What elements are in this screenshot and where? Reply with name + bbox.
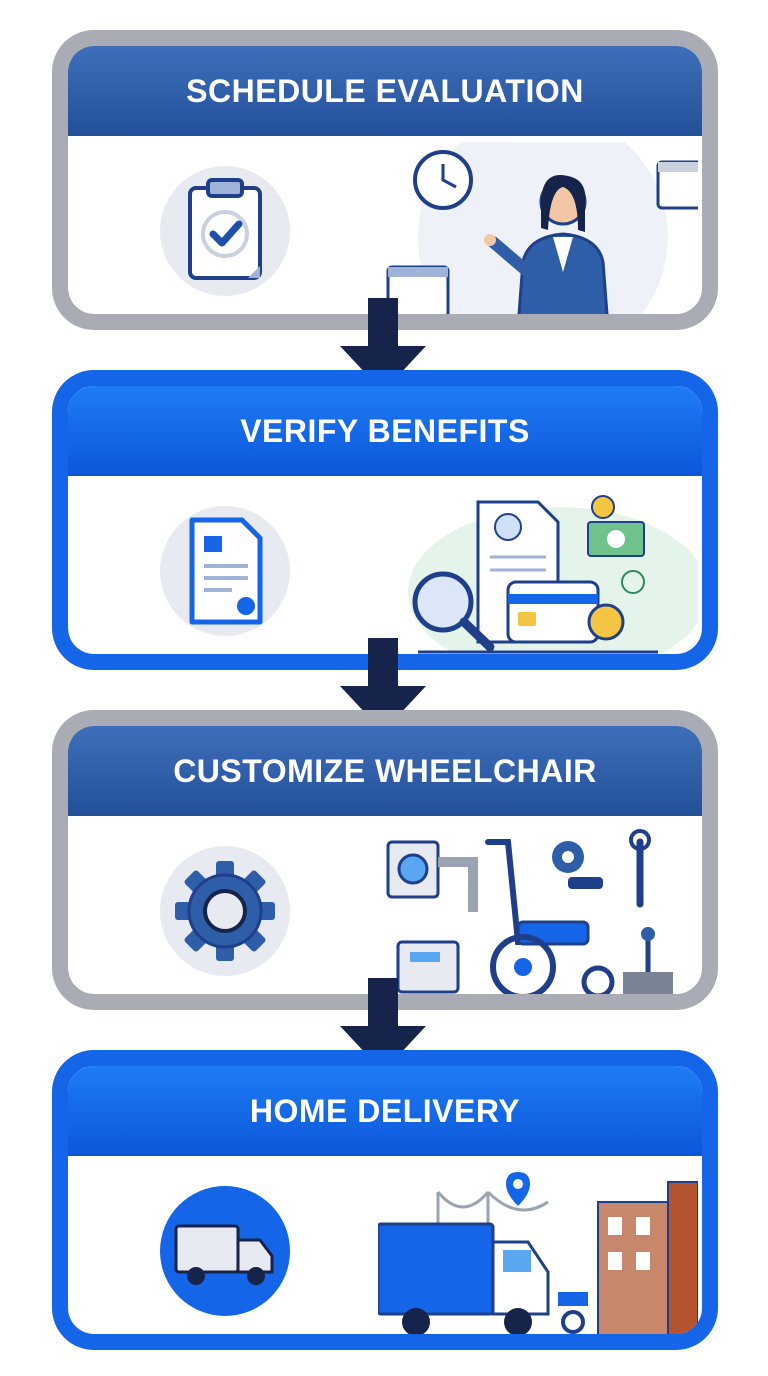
wheelchair-workshop-scene [378, 822, 698, 994]
city-delivery-scene [376, 1162, 699, 1334]
step-title: HOME DELIVERY [68, 1066, 702, 1156]
down-arrow-icon [340, 298, 426, 392]
step-title: SCHEDULE EVALUATION [68, 46, 702, 136]
step-title: VERIFY BENEFITS [68, 386, 702, 476]
step-customize-wheelchair: CUSTOMIZE WHEELCHAIR [52, 710, 718, 1010]
gear-icon [160, 846, 290, 976]
delivery-truck-icon [160, 1186, 290, 1316]
step-title: CUSTOMIZE WHEELCHAIR [68, 726, 702, 816]
step-home-delivery: HOME DELIVERY [52, 1050, 718, 1350]
clipboard-check-icon [160, 166, 290, 296]
step-verify-benefits: VERIFY BENEFITS [52, 370, 718, 670]
down-arrow-icon [340, 638, 426, 732]
scheduling-consultant-scene [378, 112, 702, 314]
insurance-benefits-scene [378, 482, 702, 654]
down-arrow-icon [340, 978, 426, 1072]
document-icon [160, 506, 290, 636]
step-schedule-evaluation: SCHEDULE EVALUATION [52, 30, 718, 330]
